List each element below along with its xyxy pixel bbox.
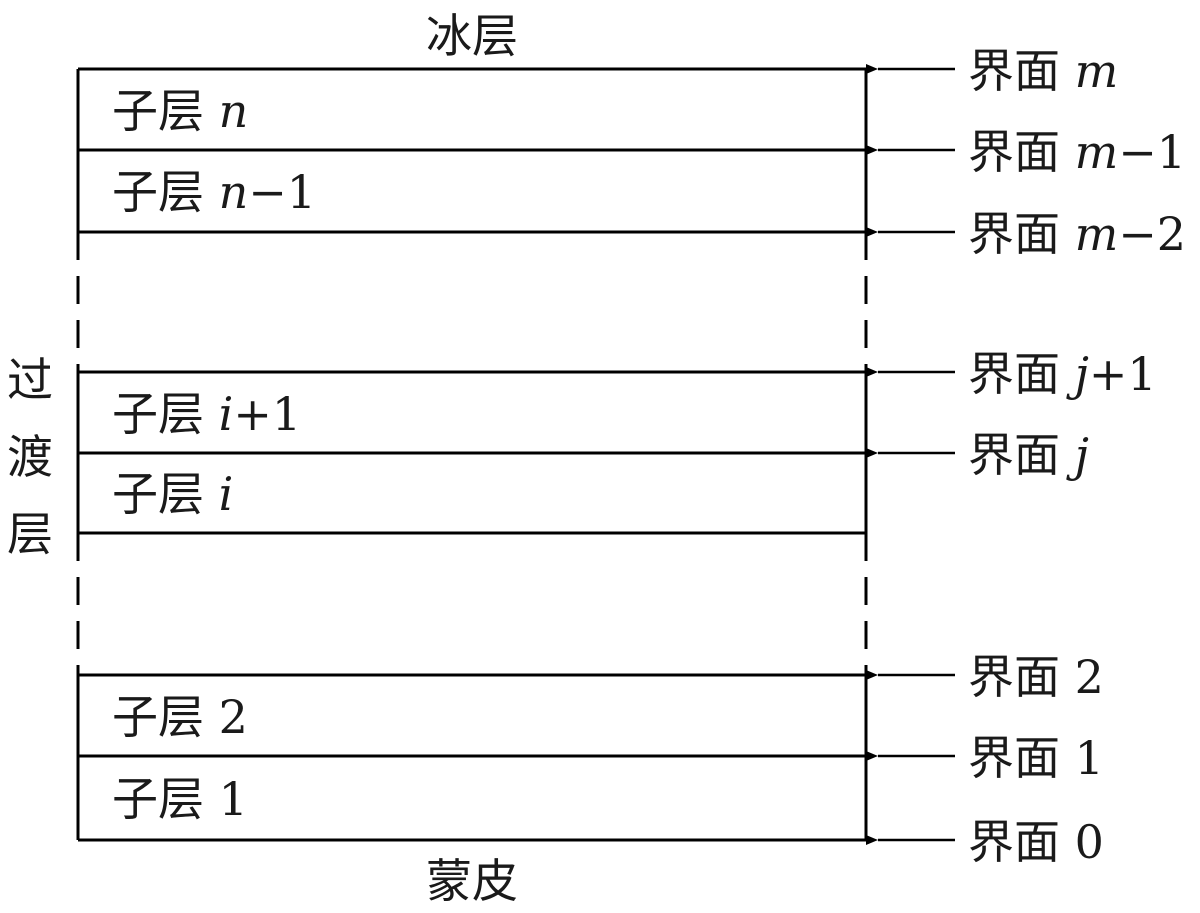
sublayer-label-n: 子层 n — [112, 84, 248, 138]
interface-label-2: 界面 2 — [968, 650, 1104, 704]
ice-layer-label: 冰层 — [426, 9, 518, 63]
sublayer-label-2: 子层 2 — [112, 690, 248, 744]
skin-label: 蒙皮 — [426, 854, 518, 908]
interface-label-1: 界面 1 — [968, 731, 1104, 785]
sublayer-label-1: 子层 1 — [112, 772, 248, 826]
interface-label-m-1: 界面 m−1 — [968, 125, 1186, 179]
transition-layer-label-char-3: 层 — [7, 507, 53, 561]
interface-label-m: 界面 m — [968, 44, 1118, 98]
interface-label-j: 界面 j — [968, 428, 1089, 482]
interface-label-j-plus-1: 界面 j+1 — [968, 347, 1157, 401]
sublayer-label-i-plus-1: 子层 i+1 — [112, 387, 301, 441]
transition-layer-label-char-2: 渡 — [7, 430, 53, 484]
sublayer-label-i: 子层 i — [112, 467, 233, 521]
interface-arrows — [866, 64, 955, 845]
transition-layer-label-char-1: 过 — [7, 353, 53, 407]
interface-label-m-2: 界面 m−2 — [968, 207, 1186, 261]
sublayer-label-n-1: 子层 n−1 — [112, 165, 316, 219]
interface-lines — [78, 67, 866, 842]
interface-label-0: 界面 0 — [968, 815, 1104, 869]
layer-walls — [76, 69, 868, 840]
